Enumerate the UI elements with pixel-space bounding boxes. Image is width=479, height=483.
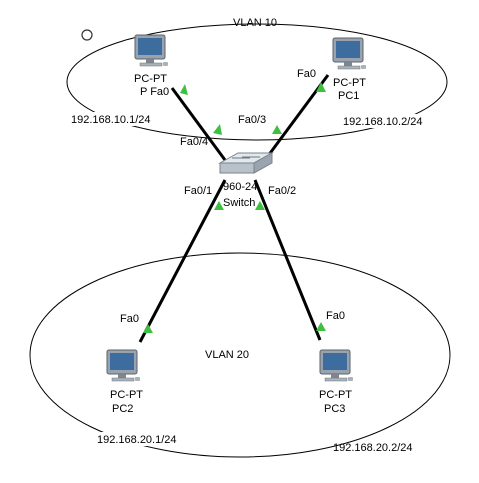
- pc2-ip-label: 192.168.20.1/24: [97, 434, 177, 446]
- link-up-pc2-triangle: [143, 324, 153, 333]
- pc1-model-label: PC-PT: [333, 77, 366, 89]
- pc3-port-label: Fa0: [326, 310, 345, 322]
- pc3-model-label: PC-PT: [319, 389, 352, 401]
- pc2-model-label: PC-PT: [110, 389, 143, 401]
- switch-port-fa02-label: Fa0/2: [268, 185, 296, 197]
- pc0-name-label: P Fa0: [140, 86, 169, 98]
- ip-label-bg-pc1: [340, 114, 444, 128]
- pc1-name-label: PC1: [338, 90, 359, 102]
- switch-port-fa01-label: Fa0/1: [184, 185, 212, 197]
- vlan20-label: VLAN 20: [205, 349, 249, 361]
- pc3-name-label: PC3: [324, 403, 345, 415]
- pc0-monitor-icon[interactable]: [134, 34, 168, 67]
- pc3-monitor-icon[interactable]: [319, 349, 353, 382]
- ip-label-bg-pc0: [68, 112, 166, 126]
- link-up-pc0-triangle: [180, 84, 188, 95]
- link-up-fa01-triangle: [214, 201, 224, 210]
- switch-model-label: 960-24: [223, 181, 257, 193]
- link-up-pc3-triangle: [316, 322, 326, 331]
- link-pc2-switch[interactable]: [138, 179, 227, 343]
- ip-label-bg-pc2: [94, 432, 198, 446]
- link-pc0-switch[interactable]: [170, 87, 227, 161]
- link-up-fa02-triangle: [255, 201, 265, 210]
- switch-icon[interactable]: [218, 152, 274, 174]
- pc2-monitor-icon[interactable]: [106, 349, 140, 382]
- switch-name-label: Switch: [223, 197, 255, 209]
- link-up-fa04-triangle: [213, 124, 222, 135]
- pc3-ip-label: 192.168.20.2/24: [333, 442, 413, 454]
- link-pc3-switch[interactable]: [253, 179, 322, 341]
- pc2-port-label: Fa0: [120, 313, 139, 325]
- link-up-pc1-triangle: [316, 82, 326, 92]
- pc1-ip-label: 192.168.10.2/24: [343, 116, 423, 128]
- vlan10-label: VLAN 10: [233, 17, 277, 29]
- pc2-name-label: PC2: [112, 403, 133, 415]
- pc0-model-label: PC-PT: [134, 73, 167, 85]
- vlan10-area[interactable]: [66, 23, 448, 141]
- pc1-monitor-icon[interactable]: [332, 37, 366, 70]
- circle-cursor-icon: [81, 29, 93, 41]
- link-up-fa03-triangle: [272, 125, 282, 134]
- pc1-port-label: Fa0: [297, 68, 316, 80]
- switch-port-fa04-label: Fa0/4: [180, 136, 208, 148]
- switch-port-fa03-label: Fa0/3: [238, 114, 266, 126]
- pc0-ip-label: 192.168.10.1/24: [71, 114, 151, 126]
- vlan20-area[interactable]: [29, 252, 451, 458]
